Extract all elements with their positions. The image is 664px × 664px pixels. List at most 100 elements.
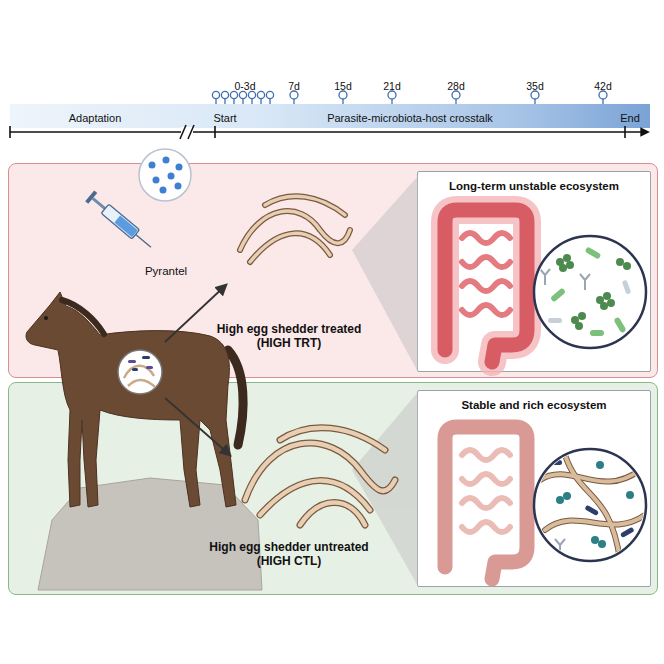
magnified-microbiota bbox=[550, 246, 627, 336]
magnified-microbiota bbox=[534, 236, 646, 348]
magnified-microbiota bbox=[565, 455, 620, 560]
timeline-axis bbox=[188, 125, 194, 139]
sampling-markers bbox=[342, 99, 343, 104]
magnified-microbiota bbox=[616, 258, 624, 266]
sampling-markers bbox=[215, 99, 216, 104]
syringe bbox=[136, 234, 151, 247]
worms bbox=[240, 196, 350, 262]
magnified-microbiota bbox=[596, 296, 604, 304]
magnified-microbiota bbox=[540, 269, 590, 290]
magnified-microbiota bbox=[540, 455, 645, 560]
day-label-slot: 35d bbox=[510, 76, 560, 94]
sampling-markers bbox=[221, 91, 228, 98]
sampling-markers bbox=[230, 91, 237, 98]
syringe bbox=[92, 197, 106, 210]
magnified-microbiota bbox=[563, 492, 571, 500]
sampling-markers bbox=[455, 99, 456, 104]
magnified-microbiota bbox=[556, 496, 564, 504]
worms bbox=[265, 196, 345, 215]
horse bbox=[132, 368, 138, 371]
magnified-microbiota bbox=[548, 318, 562, 323]
zoom-wedge bbox=[352, 392, 418, 586]
magnified-microbiota bbox=[540, 470, 640, 482]
intestine bbox=[462, 450, 510, 532]
day-label: 7d bbox=[288, 80, 300, 93]
sampling-markers bbox=[388, 91, 396, 99]
magnified-microbiota bbox=[565, 455, 620, 560]
magnified-microbiota bbox=[548, 460, 562, 465]
day-label: 28d bbox=[447, 80, 465, 93]
drug-label-slot: Pyrantel bbox=[134, 261, 198, 279]
intestine bbox=[445, 210, 527, 362]
magnified-microbiota bbox=[540, 455, 645, 560]
timeline-band: Adaptation Start Parasite-microbiota-host … bbox=[10, 104, 650, 128]
worms bbox=[245, 428, 395, 525]
phase-label-slot: Adaptation bbox=[10, 108, 180, 126]
magnified-microbiota bbox=[556, 258, 564, 266]
magnified-microbiota bbox=[598, 540, 606, 548]
syringe bbox=[85, 190, 155, 252]
magnified-microbiota bbox=[591, 536, 599, 544]
magnified-microbiota bbox=[556, 254, 631, 330]
worms bbox=[245, 443, 395, 500]
sampling-markers bbox=[239, 91, 246, 98]
worms bbox=[240, 211, 350, 250]
sampling-markers bbox=[248, 91, 255, 98]
worms bbox=[280, 428, 385, 450]
group-label: High egg shedder treated (HIGH TRT) bbox=[199, 322, 379, 351]
sampling-markers bbox=[290, 91, 298, 99]
day-label-slot: 15d bbox=[318, 76, 368, 94]
magnified-microbiota bbox=[626, 491, 634, 499]
horse bbox=[26, 292, 243, 507]
magnified-microbiota bbox=[540, 455, 645, 560]
group-label-slot: High egg shedder untreated (HIGH CTL) bbox=[199, 540, 379, 569]
horse bbox=[118, 350, 162, 394]
worms bbox=[300, 503, 365, 526]
sampling-markers bbox=[293, 99, 294, 104]
sampling-markers bbox=[224, 99, 225, 104]
day-label: 35d bbox=[526, 80, 544, 93]
magnified-microbiota bbox=[545, 515, 645, 530]
sampling-markers bbox=[391, 99, 392, 104]
worms bbox=[300, 503, 365, 526]
magnified-microbiota bbox=[607, 299, 615, 307]
magnified-microbiota bbox=[623, 262, 631, 270]
ecosystem-inset: Stable and rich ecosystem bbox=[417, 390, 651, 587]
day-label-slot: 28d bbox=[431, 76, 481, 94]
sampling-markers bbox=[452, 91, 460, 99]
sampling-markers bbox=[257, 91, 264, 98]
phase-label-slot: Parasite-microbiota-host crosstalk bbox=[220, 108, 600, 126]
horse bbox=[142, 356, 150, 359]
sampling-markers bbox=[534, 99, 535, 104]
worms bbox=[240, 211, 350, 250]
timeline-axis bbox=[180, 125, 186, 139]
inset-heading: Stable and rich ecosystem bbox=[461, 399, 606, 413]
timeline-label: Start bbox=[213, 112, 236, 125]
intestine bbox=[445, 210, 527, 362]
magnified-microbiota bbox=[585, 246, 602, 259]
horse bbox=[128, 360, 136, 363]
horse bbox=[128, 380, 156, 388]
day-label-slot: 42d bbox=[578, 76, 628, 94]
group-label: High egg shedder untreated (HIGH CTL) bbox=[199, 540, 379, 569]
drug-molecules bbox=[175, 183, 182, 190]
worms bbox=[260, 481, 370, 515]
drug-molecules bbox=[176, 164, 183, 171]
worms bbox=[240, 196, 350, 262]
intestine bbox=[462, 233, 510, 315]
magnified-microbiota bbox=[571, 316, 579, 324]
day-label: 42d bbox=[594, 80, 612, 93]
day-label: 21d bbox=[383, 80, 401, 93]
timeline-label: End bbox=[620, 112, 640, 125]
timeline-axis bbox=[624, 126, 626, 138]
timeline-label-slot: Start bbox=[200, 108, 250, 126]
horse bbox=[44, 316, 48, 320]
worms bbox=[245, 428, 395, 525]
phase-label: Parasite-microbiota-host crosstalk bbox=[327, 112, 493, 125]
drug-molecules bbox=[153, 177, 160, 184]
drug-molecules bbox=[163, 157, 170, 164]
syringe bbox=[85, 190, 97, 203]
sampling-markers bbox=[269, 99, 270, 104]
magnified-microbiota bbox=[548, 460, 635, 538]
